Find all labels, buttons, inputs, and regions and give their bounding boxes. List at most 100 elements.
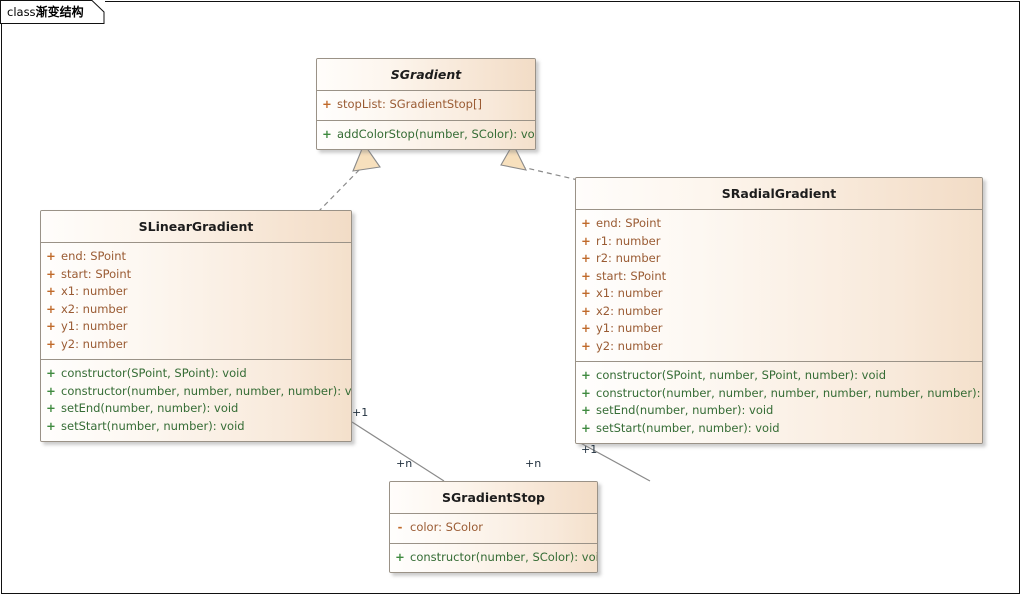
visibility-marker: +	[581, 268, 591, 283]
attribute-text: x2: number	[596, 303, 663, 318]
method-text: constructor(SPoint, SPoint): void	[61, 366, 247, 380]
method-text: constructor(number, number, number, numb…	[61, 383, 352, 398]
attribute-text: y2: number	[61, 336, 128, 351]
frame-tab-stereotype: class	[7, 5, 36, 19]
attribute-text: y1: number	[61, 319, 128, 333]
methods-section-sgradientstop: + constructor(number, SColor): void	[390, 542, 598, 572]
class-box-sradialgradient[interactable]: SRadialGradient + end: SPoint + r1: number…	[575, 177, 983, 444]
frame-tab-shape	[0, 0, 105, 24]
visibility-marker: -	[397, 520, 403, 534]
visibility-marker: +	[46, 366, 56, 380]
method-text: setStart(number, number): void	[596, 420, 780, 435]
multiplicity-radial-one: +1	[581, 443, 598, 456]
visibility-marker: +	[46, 336, 56, 351]
visibility-marker: +	[581, 303, 591, 318]
frame-tab-label: class渐变结构	[7, 3, 84, 21]
methods-section-sradialgradient: + constructor(SPoint, number, SPoint, num…	[576, 361, 982, 443]
method-row: + setStart(number, number): void	[576, 420, 982, 438]
class-box-slineargradient[interactable]: SLinearGradient +end: SPoint +start: SPo…	[40, 210, 352, 442]
visibility-marker: +	[46, 418, 56, 433]
attribute-text: x1: number	[596, 286, 663, 300]
visibility-marker: +	[322, 97, 332, 111]
method-text: setEnd(number, number): void	[61, 401, 239, 415]
attributes-section-sradialgradient: + end: SPoint + r1: number + r2: number + st…	[576, 210, 982, 361]
attribute-row: + r2: number	[576, 250, 982, 268]
visibility-marker: +	[46, 301, 56, 316]
attribute-row: + stopList: SGradientStop[]	[317, 96, 535, 114]
methods-section-sgradient: + addColorStop(number, SColor): void	[317, 119, 535, 149]
class-name-sgradientstop: SGradientStop	[390, 482, 597, 514]
class-box-sgradient[interactable]: SGradient + stopList: SGradientStop[] + ad…	[316, 58, 536, 150]
attribute-text: y2: number	[596, 338, 663, 353]
attribute-row: + r1: number	[576, 233, 982, 251]
method-text: constructor(SPoint, number, SPoint, numb…	[596, 368, 887, 382]
attribute-row: + y1: number	[576, 320, 982, 338]
visibility-marker: +	[581, 216, 591, 230]
class-name-sgradient: SGradient	[317, 59, 535, 91]
method-text: constructor(number, number, number, numb…	[596, 385, 983, 400]
visibility-marker: +	[322, 126, 332, 141]
visibility-marker: +	[46, 319, 56, 333]
class-box-sgradientstop[interactable]: SGradientStop -color: SColor + constructo…	[389, 481, 598, 573]
method-row: + setStart(number, number): void	[41, 418, 351, 436]
attribute-text: end: SPoint	[61, 249, 127, 263]
visibility-marker: +	[46, 266, 56, 281]
attribute-text: r1: number	[596, 233, 661, 248]
method-row: + constructor(SPoint, number, SPoint, num…	[576, 367, 982, 385]
visibility-marker: +	[581, 286, 591, 300]
attribute-row: + end: SPoint	[41, 248, 351, 266]
method-row: +constructor(number, number, number, num…	[41, 383, 351, 401]
multiplicity-linear-one: +1	[352, 406, 369, 419]
method-text: addColorStop(number, SColor): void	[337, 126, 536, 141]
frame-tab-name: 渐变结构	[35, 5, 84, 19]
method-row: + addColorStop(number, SColor): void	[317, 126, 535, 144]
visibility-marker: +	[581, 385, 591, 400]
visibility-marker: +	[581, 251, 591, 265]
visibility-marker: +	[581, 233, 591, 248]
attribute-text: y1: number	[596, 321, 663, 335]
attribute-text: stopList: SGradientStop[]	[337, 97, 482, 111]
attribute-row: + start: SPoint	[41, 266, 351, 284]
visibility-marker: +	[581, 403, 591, 417]
attribute-row: + y2: number	[41, 336, 351, 354]
attribute-text: r2: number	[596, 251, 661, 265]
visibility-marker: +	[581, 321, 591, 335]
attribute-row: +x1: number	[41, 283, 351, 301]
attribute-row: + x1: number	[576, 285, 982, 303]
method-row: + setEnd(number, number): void	[41, 400, 351, 418]
multiplicity-linear-n: +n	[396, 457, 413, 470]
attributes-section-sgradientstop: -color: SColor	[390, 514, 597, 543]
attributes-section-sgradient: + stopList: SGradientStop[]	[317, 91, 535, 120]
method-row: + setEnd(number, number): void	[576, 402, 982, 420]
method-text: setStart(number, number): void	[61, 418, 245, 433]
methods-section-slineargradient: +constructor(SPoint, SPoint): void +cons…	[41, 359, 351, 441]
visibility-marker: +	[46, 249, 56, 263]
attribute-text: start: SPoint	[596, 268, 667, 283]
attribute-row: + x2: number	[576, 303, 982, 321]
class-name-sradialgradient: SRadialGradient	[576, 178, 982, 210]
visibility-marker: +	[581, 338, 591, 353]
visibility-marker: +	[581, 420, 591, 435]
visibility-marker: +	[46, 401, 56, 415]
attribute-row: -color: SColor	[390, 519, 597, 537]
attribute-text: end: SPoint	[596, 216, 662, 230]
attribute-row: + y1: number	[41, 318, 351, 336]
method-row: + constructor(SPoint, SPoint): void	[41, 365, 351, 383]
attributes-section-slineargradient: +end: SPoint +start: SPoint +x1: number …	[41, 243, 351, 359]
visibility-marker: +	[395, 549, 405, 564]
method-text: setEnd(number, number): void	[596, 403, 774, 417]
visibility-marker: +	[46, 284, 56, 298]
diagram-frame-tab: class渐变结构	[0, 0, 105, 24]
attribute-row: + x2: number	[41, 301, 351, 319]
attribute-row: + y2: number	[576, 338, 982, 356]
multiplicity-radial-n: +n	[525, 457, 542, 470]
attribute-text: start: SPoint	[61, 266, 132, 281]
attribute-text: color: SColor	[410, 520, 483, 534]
visibility-marker: +	[581, 368, 591, 382]
method-row: + constructor(number, number, number, num…	[576, 385, 982, 403]
attribute-text: x2: number	[61, 301, 128, 316]
attribute-row: + start: SPoint	[576, 268, 982, 286]
method-text: constructor(number, SColor): void	[410, 549, 598, 564]
